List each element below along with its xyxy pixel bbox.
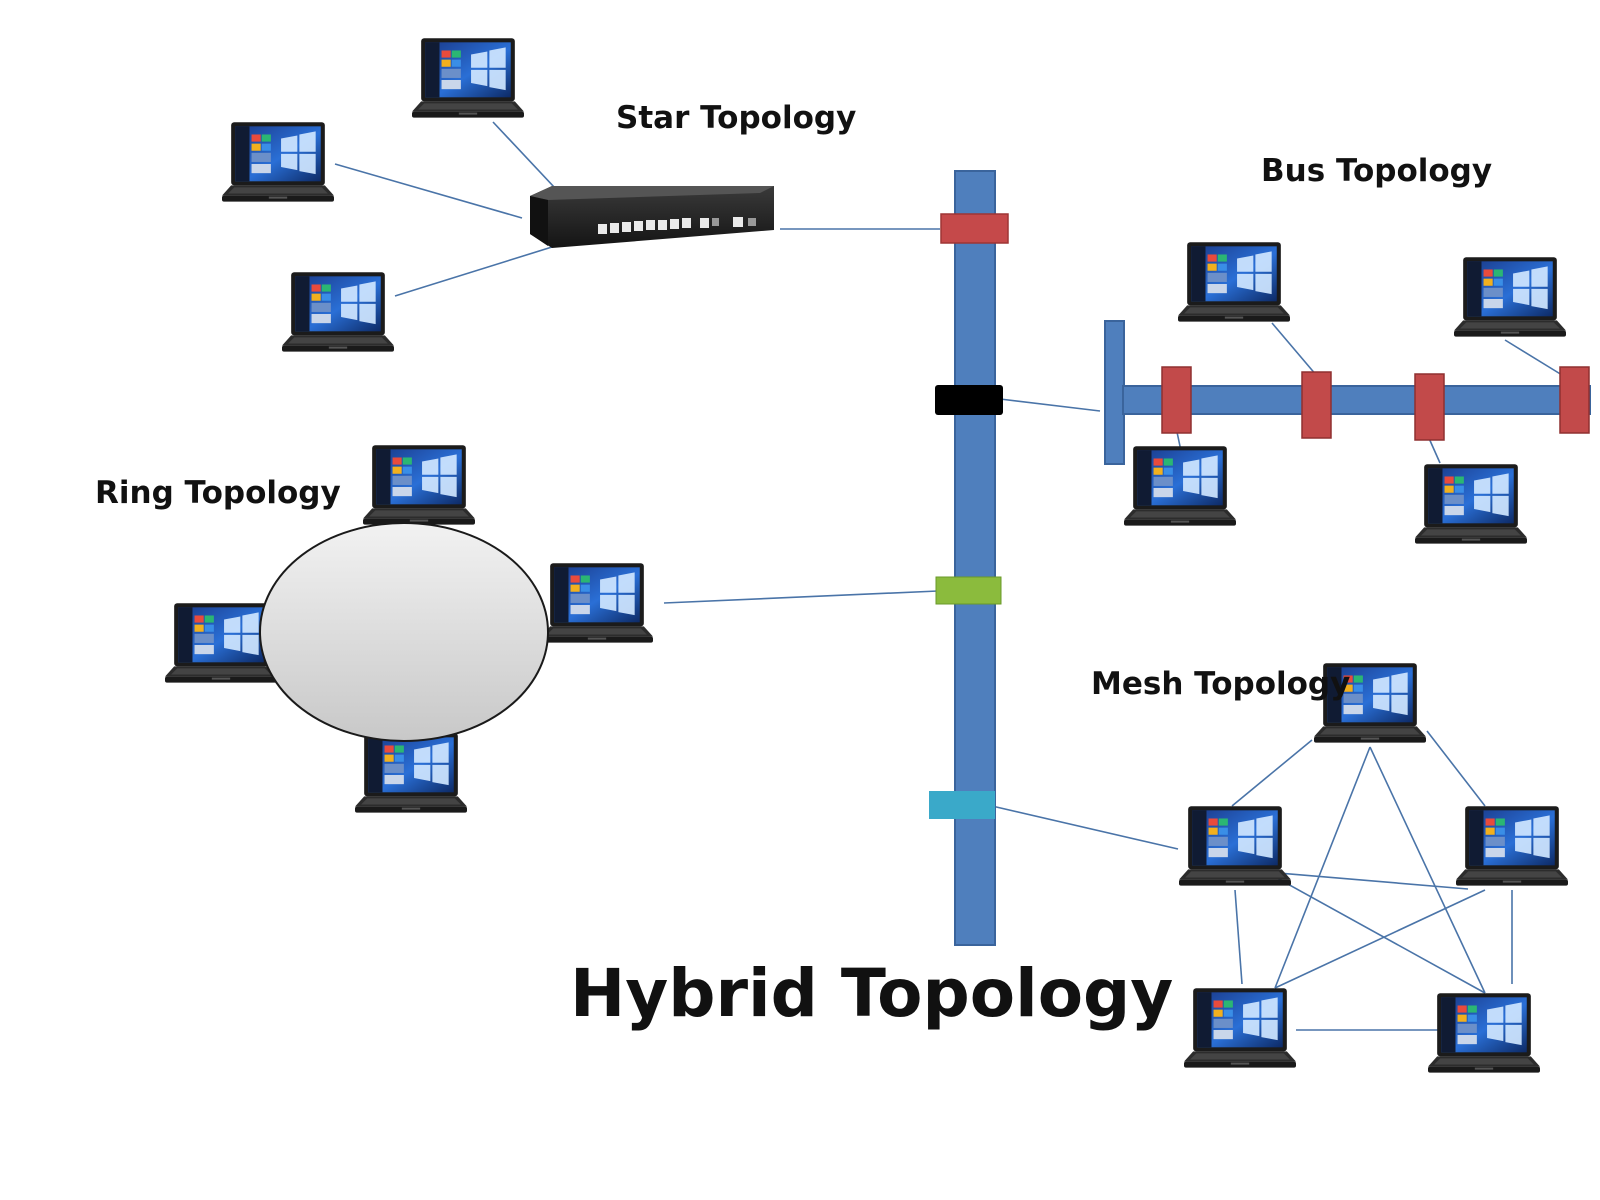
bus-tap	[1414, 373, 1445, 441]
mesh-links	[1231, 730, 1513, 1031]
laptop-icon	[363, 445, 475, 525]
bus-tap	[1161, 366, 1192, 434]
star-connector	[940, 213, 1009, 244]
bus-taps	[1161, 366, 1590, 441]
network-switch-icon	[530, 186, 774, 248]
bus-topology-label: Bus Topology	[1261, 153, 1493, 189]
ring-shape	[259, 522, 549, 742]
bus-drop-2	[1504, 339, 1563, 376]
bus-connector	[935, 385, 1003, 415]
bus-to-backbone-link	[999, 398, 1101, 412]
mesh-connector	[929, 791, 995, 819]
mesh-link	[1274, 889, 1486, 989]
mesh-link	[1231, 739, 1313, 807]
bus-tap	[1559, 366, 1590, 434]
laptop-icon	[1184, 988, 1296, 1068]
laptop-icon	[1178, 242, 1290, 322]
mesh-link	[1369, 746, 1486, 994]
laptop-icon	[282, 272, 394, 352]
ring-to-backbone-link	[663, 590, 939, 604]
bus-tap	[1301, 371, 1332, 439]
laptop-icon	[1454, 257, 1566, 337]
ring-connector	[935, 576, 1002, 605]
uplinks	[663, 398, 1179, 850]
mesh-link	[1234, 889, 1243, 985]
bus-terminator	[1104, 320, 1125, 465]
mesh-link	[1274, 746, 1371, 989]
laptop-icon	[1124, 446, 1236, 526]
mesh-link	[1265, 871, 1469, 890]
laptop-icon	[1415, 464, 1527, 544]
laptop-icon	[1428, 993, 1540, 1073]
page-title: Hybrid Topology	[570, 955, 1174, 1032]
mesh-topology-label: Mesh Topology	[1091, 666, 1351, 702]
star-topology-label: Star Topology	[616, 100, 857, 136]
star-link-left	[334, 163, 523, 219]
laptop-icon	[541, 563, 653, 643]
mesh-link	[1426, 730, 1486, 807]
bus-line	[1122, 385, 1591, 415]
backbone-bar	[954, 170, 996, 946]
laptop-icon	[412, 38, 524, 118]
laptop-icon	[355, 733, 467, 813]
mesh-link	[1265, 871, 1486, 994]
laptop-icon	[1456, 806, 1568, 886]
mesh-to-backbone-link	[991, 805, 1179, 850]
laptop-icon	[222, 122, 334, 202]
ring-topology-label: Ring Topology	[95, 475, 341, 511]
laptop-icon	[1179, 806, 1291, 886]
bus-drop-1	[1271, 322, 1318, 377]
